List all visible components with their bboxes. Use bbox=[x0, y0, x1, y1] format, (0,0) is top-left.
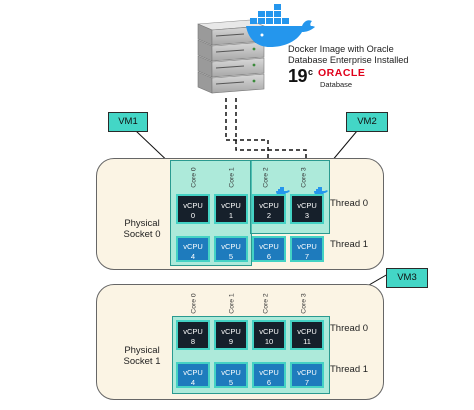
vcpu-id: 7 bbox=[304, 378, 310, 387]
vcpu-label: vCPU bbox=[221, 242, 241, 251]
socket-0-core-0: Core 0 bbox=[190, 167, 198, 188]
server-rack-icon bbox=[197, 19, 265, 94]
socket-1-core-0: Core 0 bbox=[190, 293, 198, 314]
vcpu-label: vCPU bbox=[259, 368, 279, 377]
oracle-product-label: Database bbox=[320, 80, 353, 89]
vcpu-label: vCPU bbox=[297, 368, 317, 377]
vcpu-label: vCPU bbox=[297, 327, 317, 336]
socket-1-core-1: Core 1 bbox=[228, 293, 236, 314]
vcpu-id: 5 bbox=[228, 252, 234, 261]
vm3-label: VM3 bbox=[386, 268, 428, 288]
vcpu-label: vCPU bbox=[221, 368, 241, 377]
vcpu-id: 8 bbox=[190, 337, 196, 346]
vcpu-label: vCPU bbox=[221, 327, 241, 336]
socket-0-thread-1-label: Thread 1 bbox=[330, 239, 369, 250]
vcpu-label: vCPU bbox=[183, 201, 203, 210]
vcpu-label: vCPU bbox=[259, 327, 279, 336]
vcpu-label: vCPU bbox=[297, 242, 317, 251]
socket-0-core-3: Core 3 bbox=[300, 167, 308, 188]
socket-0-core-2: Core 2 bbox=[262, 167, 270, 188]
vcpu-id: 11 bbox=[303, 337, 311, 346]
vcpu-label: vCPU bbox=[259, 201, 279, 210]
oracle-logo: ORACLE bbox=[318, 67, 366, 79]
vcpu-label: vCPU bbox=[183, 327, 203, 336]
vcpu-id: 3 bbox=[304, 211, 310, 220]
image-caption: Docker Image with Oracle Database Enterp… bbox=[288, 44, 438, 66]
socket-1-thread-0-label: Thread 0 bbox=[330, 323, 369, 334]
vcpu-id: 4 bbox=[190, 378, 196, 387]
caption-line-1: Docker Image with Oracle bbox=[288, 44, 394, 54]
socket-1-core-2: Core 2 bbox=[262, 293, 270, 314]
vm2-label: VM2 bbox=[346, 112, 388, 132]
version-suffix: c bbox=[308, 67, 313, 77]
vcpu-id: 1 bbox=[228, 211, 234, 220]
socket-1-thread-1-label: Thread 1 bbox=[330, 364, 369, 375]
vcpu-id: 0 bbox=[190, 211, 196, 220]
version-number: 19 bbox=[288, 66, 308, 86]
vcpu-id: 6 bbox=[266, 252, 272, 261]
socket-0-label-line-2: Socket 0 bbox=[123, 229, 161, 240]
socket-1-label-line-1: Physical bbox=[124, 345, 160, 356]
vcpu-id: 7 bbox=[304, 252, 310, 261]
socket-0-core-1: Core 1 bbox=[228, 167, 236, 188]
vcpu-id: 4 bbox=[190, 252, 196, 261]
socket-1-label-line-2: Socket 1 bbox=[123, 356, 161, 367]
socket-1-core-3: Core 3 bbox=[300, 293, 308, 314]
version-label: 19c bbox=[288, 66, 313, 87]
vcpu-id: 2 bbox=[266, 211, 272, 220]
vm1-label: VM1 bbox=[108, 112, 148, 132]
vcpu-id: 10 bbox=[264, 337, 274, 346]
vcpu-label: vCPU bbox=[183, 242, 203, 251]
vcpu-id: 5 bbox=[228, 378, 234, 387]
vcpu-label: vCPU bbox=[183, 368, 203, 377]
socket-0-label-line-1: Physical bbox=[124, 218, 160, 229]
vcpu-id: 6 bbox=[266, 378, 272, 387]
socket-1-label: Physical Socket 1 bbox=[112, 345, 172, 367]
vcpu-label: vCPU bbox=[297, 201, 317, 210]
caption-line-2: Database Enterprise Installed bbox=[288, 55, 409, 65]
docker-whale-icon bbox=[246, 4, 315, 47]
socket-0-label: Physical Socket 0 bbox=[112, 218, 172, 240]
socket-0-thread-0-label: Thread 0 bbox=[330, 198, 369, 209]
vcpu-id: 9 bbox=[228, 337, 234, 346]
vcpu-label: vCPU bbox=[221, 201, 241, 210]
vcpu-label: vCPU bbox=[259, 242, 279, 251]
